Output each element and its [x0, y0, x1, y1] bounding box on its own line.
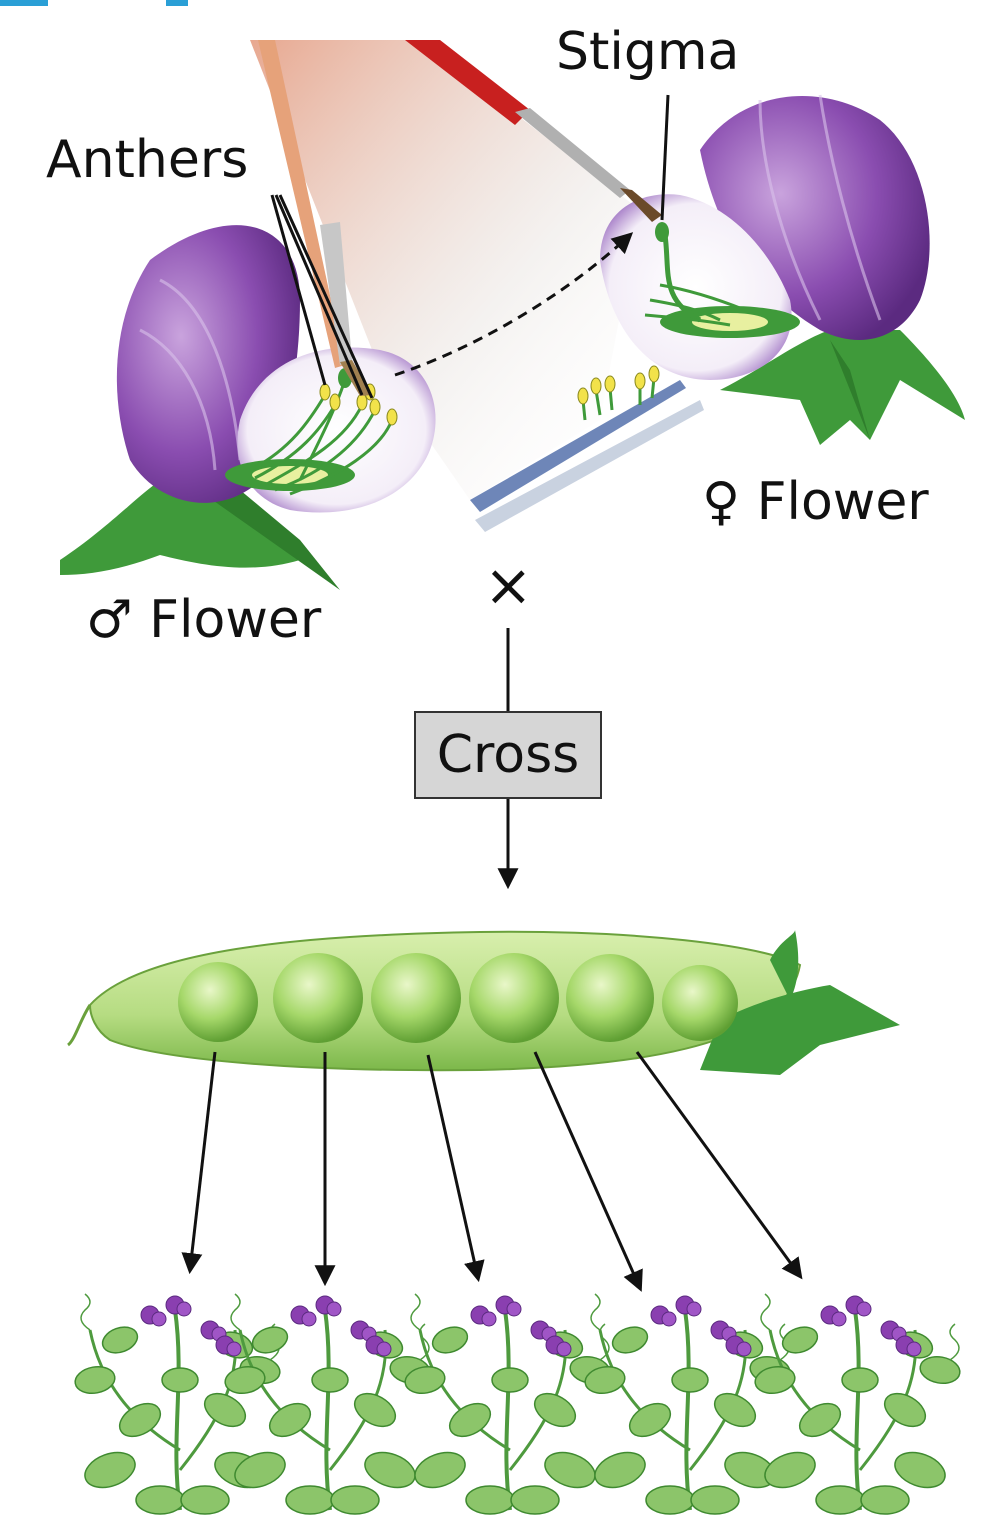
- pea-seed: [566, 954, 654, 1042]
- male-flower-label: ♂ Flower: [86, 594, 321, 646]
- seed-arrows: [190, 1052, 800, 1288]
- pea-seed: [178, 962, 258, 1042]
- female-flower-label: ♀ Flower: [702, 476, 929, 528]
- offspring-plant: [753, 1294, 962, 1514]
- cross-symbol: ×: [484, 556, 533, 614]
- female-flower: [600, 95, 965, 445]
- cross-box-label: Cross: [437, 725, 580, 785]
- pea-pod: [68, 930, 900, 1075]
- stigma-tip: [655, 222, 669, 242]
- pea-seed: [662, 965, 738, 1041]
- pea-seed: [469, 953, 559, 1043]
- stigma-label: Stigma: [556, 26, 739, 78]
- pea-seed: [273, 953, 363, 1043]
- pea-seed: [371, 953, 461, 1043]
- offspring-plant: [403, 1294, 612, 1514]
- offspring-plants: [73, 1294, 962, 1514]
- anthers-label: Anthers: [46, 134, 248, 186]
- offspring-plant: [583, 1294, 792, 1514]
- cross-box: Cross: [414, 711, 602, 799]
- offspring-plant: [223, 1294, 432, 1514]
